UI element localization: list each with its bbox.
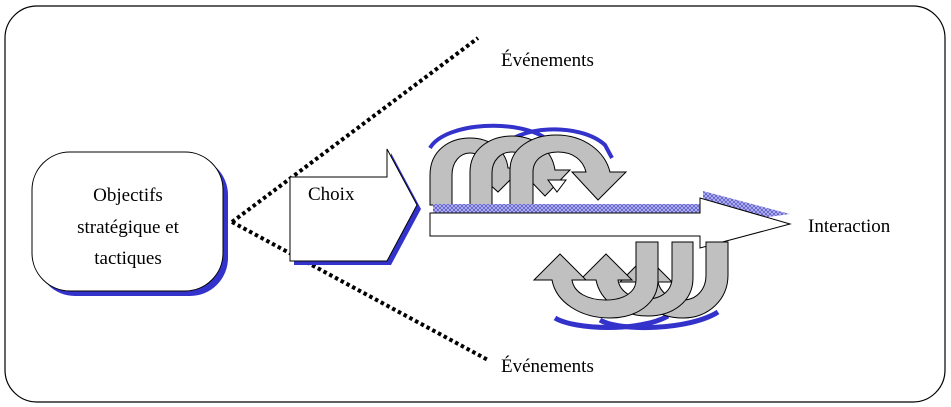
choice-arrow: Choix (289, 148, 421, 265)
objectives-node: Objectifs stratégique et tactiques (31, 151, 228, 296)
events-bottom-label: Événements (501, 355, 594, 377)
dotted-line-lower (231, 220, 489, 362)
outer-frame (4, 5, 946, 403)
top-cycle-loops (428, 123, 628, 206)
dotted-line-upper (230, 36, 480, 224)
bottom-cycle-loops (532, 241, 729, 331)
objectives-line-2: stratégique et (77, 217, 180, 238)
choice-label: Choix (308, 184, 355, 205)
objectives-line-1: Objectifs (93, 185, 163, 206)
interaction-arrow (429, 191, 792, 249)
events-top-label: Événements (501, 49, 594, 71)
objectives-line-3: tactiques (94, 248, 162, 269)
interaction-label: Interaction (808, 216, 891, 237)
